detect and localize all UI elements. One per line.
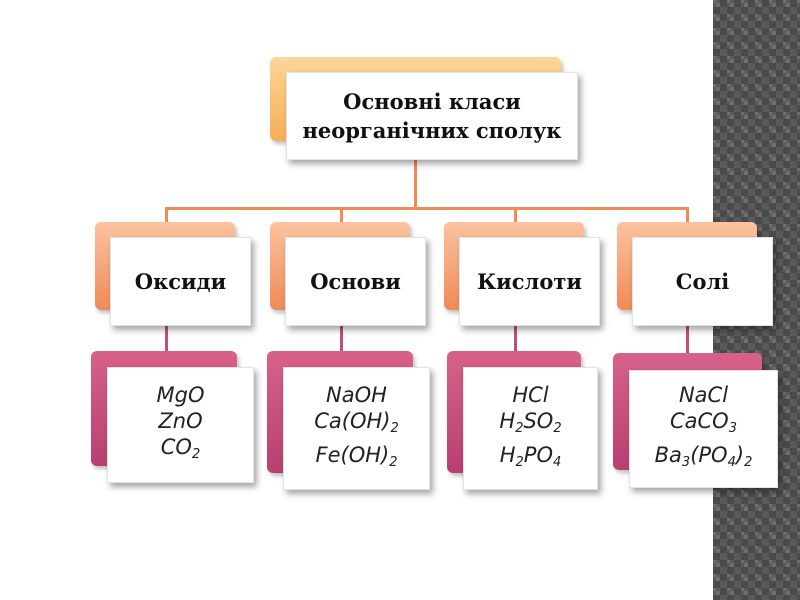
formula-text: ZnO <box>158 409 203 433</box>
example-formula: CO2 <box>161 434 200 468</box>
formula-subscript: 2 <box>744 455 753 470</box>
formula-text: CO <box>160 435 192 459</box>
category-oxides: Оксиди <box>110 237 251 326</box>
example-formula: HCl <box>512 382 548 408</box>
category-label: Солі <box>675 269 730 294</box>
formula-text: Ca(OH) <box>314 408 391 433</box>
root-title-line-1: Основні класи <box>343 89 521 114</box>
connector-root-down <box>414 160 417 208</box>
formula-text: ) <box>735 443 745 467</box>
example-formula: NaOH <box>326 382 387 408</box>
example-formula: NaCl <box>679 382 728 408</box>
formula-subscript: 2 <box>515 454 524 470</box>
formula-text: Fe(OH) <box>315 442 390 467</box>
example-formula: H2PO4 <box>500 442 562 476</box>
formula-subscript: 2 <box>389 454 398 470</box>
example-formula: ZnO <box>158 408 202 434</box>
connector-example-2 <box>340 325 343 353</box>
connector-example-3 <box>514 325 517 353</box>
formula-text: NaOH <box>326 382 387 407</box>
formula-subscript: 2 <box>390 420 399 436</box>
formula-text: HCl <box>512 382 549 407</box>
connector-horizontal <box>165 207 689 210</box>
connector-drop-4 <box>686 207 689 223</box>
formula-text: H <box>499 408 516 433</box>
connector-example-4 <box>686 325 689 353</box>
formula-subscript: 2 <box>515 420 524 436</box>
examples-salts: NaCl CaCO3 Ba3(PO4)2 <box>629 370 778 488</box>
formula-text: H <box>499 442 516 467</box>
formula-text: NaCl <box>678 383 729 407</box>
example-formula: Fe(OH)2 <box>316 442 398 476</box>
category-salts: Солі <box>632 237 773 326</box>
root-title-line-2: неорганічних сполук <box>302 118 562 143</box>
formula-text: PO <box>523 442 553 467</box>
formula-text: Ba <box>654 443 682 467</box>
formula-text: SO <box>523 408 554 433</box>
example-formula: MgO <box>157 382 205 408</box>
connector-example-1 <box>165 325 168 353</box>
formula-subscript: 4 <box>727 455 736 470</box>
example-formula: H2SO2 <box>499 408 561 442</box>
formula-subscript: 2 <box>191 447 201 462</box>
connector-drop-3 <box>514 207 517 223</box>
formula-subscript: 3 <box>681 455 691 470</box>
example-formula: Ba3(PO4)2 <box>655 442 753 476</box>
formula-subscript: 3 <box>728 421 737 436</box>
formula-text: CaCO <box>669 409 729 433</box>
formula-subscript: 2 <box>553 420 562 436</box>
examples-acids: HCl H2SO2 H2PO4 <box>463 367 598 490</box>
formula-text: (PO <box>690 443 728 467</box>
connector-drop-2 <box>340 207 343 223</box>
category-label: Основи <box>310 269 401 294</box>
examples-bases: NaOH Ca(OH)2 Fe(OH)2 <box>283 367 430 490</box>
connector-drop-1 <box>165 207 168 223</box>
examples-oxides: MgO ZnO CO2 <box>107 367 254 483</box>
example-formula: Ca(OH)2 <box>314 408 399 442</box>
root-node: Основні класи неорганічних сполук <box>286 72 578 160</box>
formula-subscript: 4 <box>553 454 562 470</box>
category-label: Кислоти <box>477 269 582 294</box>
category-label: Оксиди <box>134 269 227 294</box>
category-acids: Кислоти <box>459 237 600 326</box>
example-formula: CaCO3 <box>670 408 737 442</box>
formula-text: MgO <box>156 383 205 407</box>
category-bases: Основи <box>285 237 426 326</box>
